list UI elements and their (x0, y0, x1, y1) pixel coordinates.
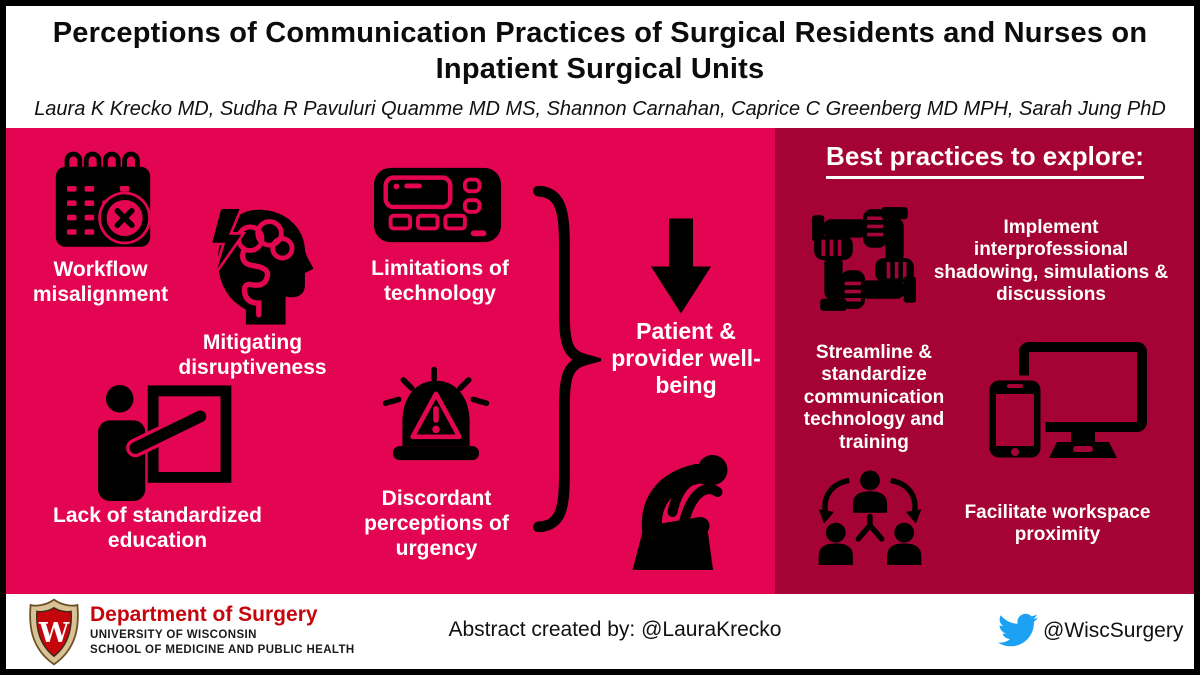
footer-department: Department of Surgery (90, 603, 318, 626)
teamwork-hands-icon (806, 203, 922, 315)
problem-label-technology: Limitations of technology (371, 257, 509, 305)
educator-whiteboard-icon (88, 383, 235, 501)
despairing-person-icon (612, 420, 748, 570)
svg-text:W: W (38, 618, 70, 649)
footer-school: SCHOOL OF MEDICINE AND PUBLIC HEALTH (90, 644, 355, 656)
problem-label-urgency: Discordant perceptions of urgency (364, 487, 509, 560)
best-practices-heading: Best practices to explore: (800, 141, 1170, 179)
practice-label-proximity: Facilitate workspace proximity (964, 502, 1151, 546)
down-arrow-icon (651, 218, 711, 314)
practice-label-shadowing: Implement interprofessional shadowing, s… (933, 217, 1169, 306)
problem-label-disruptiveness: Mitigating disruptiveness (178, 331, 327, 379)
people-network-icon (810, 466, 930, 574)
problem-label-workflow: Workflow misalignment (32, 258, 169, 306)
authors-line: Laura K Krecko MD, Sudha R Pavuluri Quam… (34, 98, 1166, 120)
uw-crest-icon: W (27, 597, 81, 667)
problem-label-education: Lack of standardized education (53, 504, 262, 552)
footer-twitter-handle: @WiscSurgery (1043, 619, 1184, 642)
curly-brace (525, 186, 601, 532)
disrupted-mind-icon (203, 203, 321, 327)
page-title: Perceptions of Communication Practices o… (40, 15, 1160, 88)
practice-label-streamline: Streamline & standardize communication t… (803, 342, 945, 453)
calendar-x-icon (42, 146, 164, 254)
footer-university: UNIVERSITY OF WISCONSIN (90, 629, 257, 641)
title-line-1: Perceptions of Communication Practices o… (52, 17, 1148, 49)
twitter-bird-icon (998, 610, 1038, 650)
computer-devices-icon (985, 340, 1150, 462)
title-line-2: Inpatient Surgical Units (435, 53, 765, 86)
outcome-label: Patient & provider well-being (611, 318, 761, 399)
pager-icon (372, 156, 504, 254)
footer-credit: Abstract created by: @LauraKrecko (448, 618, 782, 641)
alarm-siren-icon (380, 360, 492, 480)
